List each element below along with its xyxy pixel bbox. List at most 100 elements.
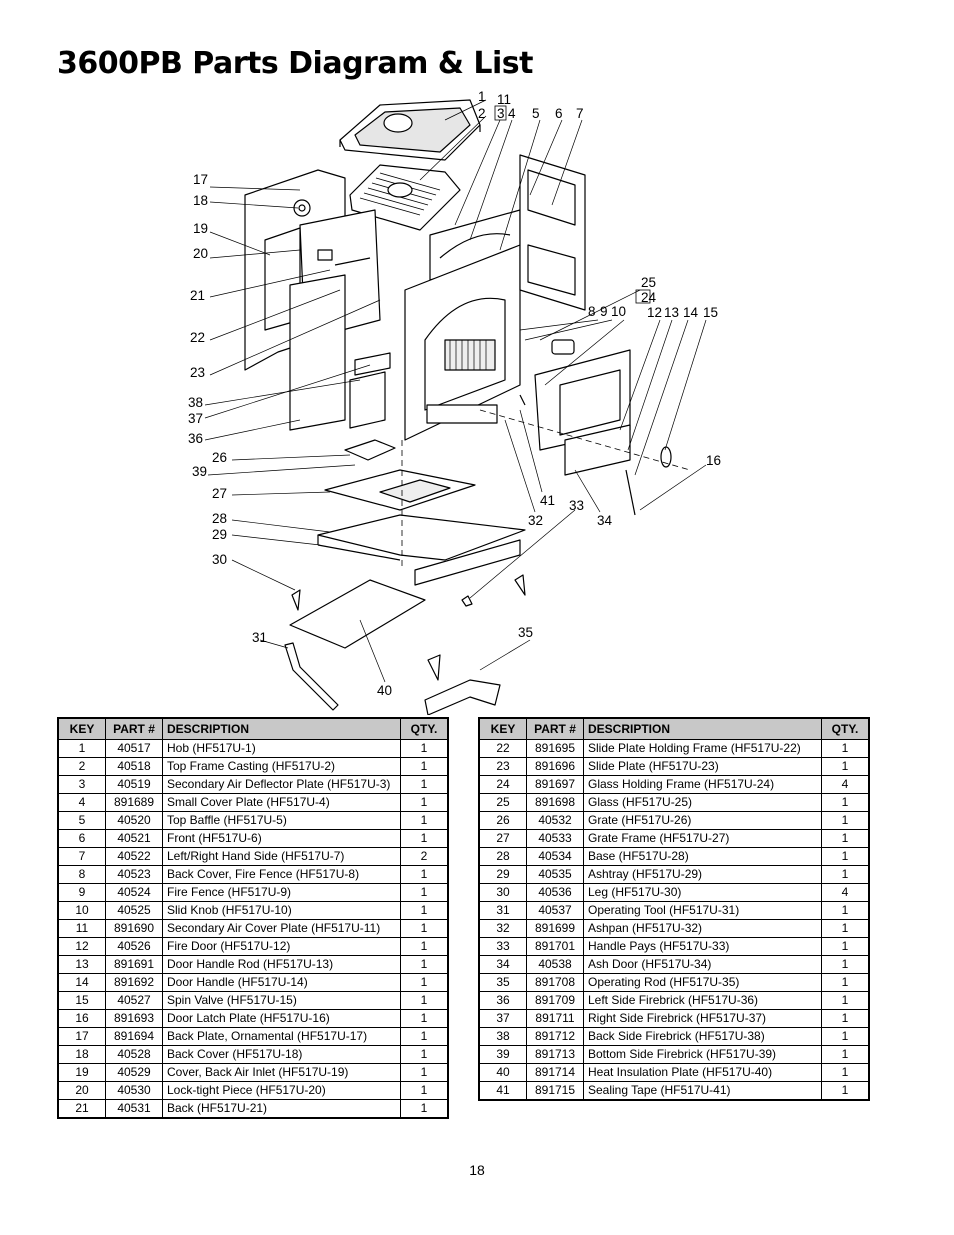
cell-qty: 1 [821, 793, 870, 812]
cell-part-number: 40535 [526, 865, 584, 884]
cell-qty: 1 [400, 1045, 449, 1064]
diagram-label: 19 [193, 221, 208, 236]
diagram-label: 18 [193, 193, 208, 208]
diagram-label: 7 [576, 106, 584, 121]
diagram-label: 34 [597, 513, 613, 528]
cell-key: 3 [57, 775, 106, 794]
cell-description: Slide Plate (HF517U-23) [583, 757, 822, 776]
cell-description: Top Frame Casting (HF517U-2) [162, 757, 401, 776]
diagram-label: 35 [518, 625, 533, 640]
diagram-label: 31 [252, 630, 267, 645]
cell-key: 15 [57, 991, 106, 1010]
cell-qty: 1 [400, 775, 449, 794]
diagram-label: 10 [611, 304, 626, 319]
cell-key: 38 [478, 1027, 527, 1046]
cell-description: Slid Knob (HF517U-10) [162, 901, 401, 920]
cell-part-number: 891696 [526, 757, 584, 776]
cell-part-number: 40519 [105, 775, 163, 794]
diagram-label: 40 [377, 683, 392, 698]
cell-key: 14 [57, 973, 106, 992]
cell-part-number: 40538 [526, 955, 584, 974]
cell-qty: 1 [400, 883, 449, 902]
diagram-label: 9 [600, 304, 608, 319]
cell-key: 34 [478, 955, 527, 974]
cell-description: Back Cover, Fire Fence (HF517U-8) [162, 865, 401, 884]
cell-qty: 1 [821, 1009, 870, 1028]
cell-description: Handle Pays (HF517U-33) [583, 937, 822, 956]
cell-qty: 1 [400, 865, 449, 884]
cell-key: 17 [57, 1027, 106, 1046]
cell-part-number: 40528 [105, 1045, 163, 1064]
cell-part-number: 40532 [526, 811, 584, 830]
cell-description: Cover, Back Air Inlet (HF517U-19) [162, 1063, 401, 1082]
cell-part-number: 891699 [526, 919, 584, 938]
diagram-label: 3 [497, 106, 505, 121]
cell-description: Front (HF517U-6) [162, 829, 401, 848]
diagram-label: 32 [528, 513, 543, 528]
cell-qty: 2 [400, 847, 449, 866]
cell-key: 10 [57, 901, 106, 920]
diagram-label: 37 [188, 411, 203, 426]
cell-qty: 1 [821, 991, 870, 1010]
cell-key: 7 [57, 847, 106, 866]
cell-part-number: 891694 [105, 1027, 163, 1046]
diagram-label: 29 [212, 527, 227, 542]
cell-description: Grate Frame (HF517U-27) [583, 829, 822, 848]
cell-key: 13 [57, 955, 106, 974]
cell-qty: 1 [400, 919, 449, 938]
cell-qty: 1 [400, 955, 449, 974]
cell-key: 39 [478, 1045, 527, 1064]
cell-description: Fire Door (HF517U-12) [162, 937, 401, 956]
cell-key: 2 [57, 757, 106, 776]
cell-description: Secondary Air Cover Plate (HF517U-11) [162, 919, 401, 938]
col-qty: QTY. [400, 717, 449, 740]
cell-key: 1 [57, 739, 106, 758]
cell-part-number: 891709 [526, 991, 584, 1010]
diagram-label: 12 [647, 305, 662, 320]
diagram-label: 39 [192, 464, 207, 479]
cell-qty: 1 [400, 811, 449, 830]
col-key: KEY [57, 717, 106, 740]
diagram-label: 41 [540, 493, 555, 508]
cell-part-number: 891711 [526, 1009, 584, 1028]
page-title: 3600PB Parts Diagram & List [57, 46, 534, 81]
cell-description: Sealing Tape (HF517U-41) [583, 1081, 822, 1101]
cell-qty: 1 [821, 757, 870, 776]
cell-part-number: 891689 [105, 793, 163, 812]
cell-qty: 1 [821, 1027, 870, 1046]
cell-description: Door Latch Plate (HF517U-16) [162, 1009, 401, 1028]
cell-description: Fire Fence (HF517U-9) [162, 883, 401, 902]
cell-qty: 1 [400, 1009, 449, 1028]
diagram-label: 25 [641, 275, 656, 290]
diagram-label: 16 [706, 453, 721, 468]
cell-description: Spin Valve (HF517U-15) [162, 991, 401, 1010]
col-part: PART # [105, 717, 163, 740]
cell-qty: 1 [400, 901, 449, 920]
diagram-label: 24 [641, 290, 657, 305]
cell-part-number: 40522 [105, 847, 163, 866]
cell-qty: 1 [400, 1027, 449, 1046]
cell-description: Right Side Firebrick (HF517U-37) [583, 1009, 822, 1028]
cell-part-number: 891697 [526, 775, 584, 794]
cell-description: Glass (HF517U-25) [583, 793, 822, 812]
